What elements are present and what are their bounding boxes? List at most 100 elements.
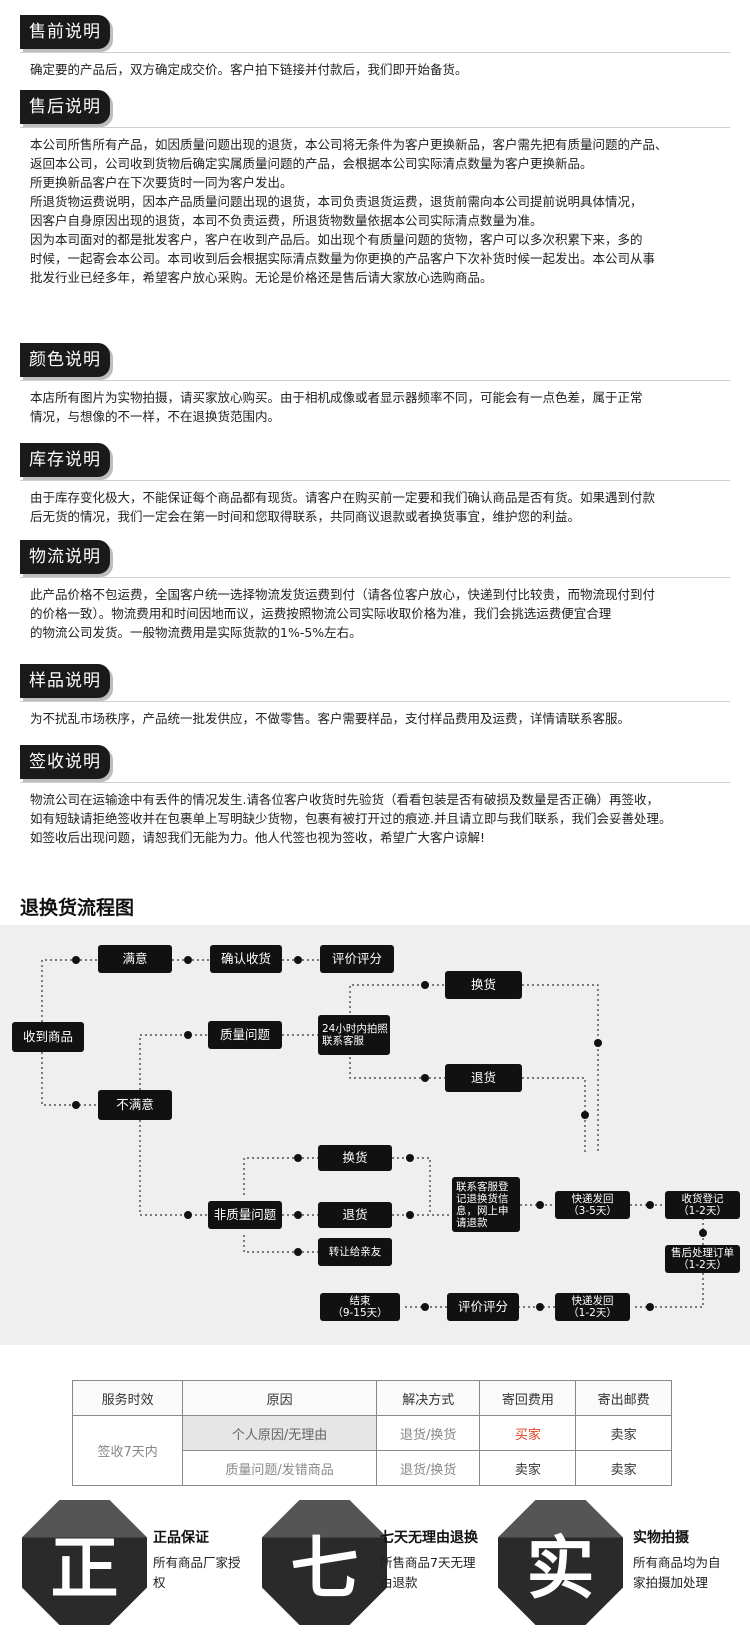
table-header: 原因 bbox=[182, 1380, 378, 1416]
section-title: 售后说明 bbox=[20, 90, 110, 124]
text-line: 因客户自身原因出现的退货，本司不负责运费，所退货物数量依据本公司实际清点数量为准… bbox=[30, 213, 543, 228]
section-body: 物流公司在运输途中有丢件的情况发生.请各位客户收货时先验货（看看包装是否有破损及… bbox=[30, 790, 730, 847]
text-line: 如签收后出现问题，请恕我们无能为力。他人代签也视为签收，希望广大客户谅解! bbox=[30, 830, 486, 845]
node-rate: 评价评分 bbox=[447, 1293, 519, 1321]
node-label: 结束 bbox=[349, 1295, 371, 1307]
node-duration: （3-5天） bbox=[568, 1205, 617, 1217]
badge-title: 实物拍摄 bbox=[633, 1530, 689, 1546]
table-cell-send-fee: 卖家 bbox=[575, 1450, 672, 1486]
octagon-icon: 正 bbox=[22, 1500, 147, 1625]
table-row: 质量问题/发错商品 退货/换货 卖家 卖家 bbox=[73, 1450, 672, 1486]
divider bbox=[20, 480, 730, 481]
octagon-icon: 七 bbox=[262, 1500, 387, 1625]
text-line: 返回本公司，公司收到货物后确定实属质量问题的产品，会根据本公司实际清点数量为客户… bbox=[30, 156, 593, 171]
node-receive-register: 收货登记（1-2天） bbox=[665, 1191, 740, 1219]
badge-title: 正品保证 bbox=[153, 1530, 209, 1546]
divider bbox=[20, 127, 730, 128]
node-non-quality: 非质量问题 bbox=[208, 1201, 282, 1229]
badge-char: 实 bbox=[526, 1530, 595, 1609]
text-line: 因为本司面对的都是批发客户，客户在收到产品后。如出现个有质量问题的货物，客户可以… bbox=[30, 232, 643, 247]
node-duration: （1-2天） bbox=[678, 1205, 727, 1217]
table-row: 签收7天内 个人原因/无理由 退货/换货 买家 卖家 bbox=[71, 1415, 672, 1486]
badge-desc: 所售商品7天无理由退款 bbox=[380, 1555, 476, 1590]
text-line: 为不扰乱市场秩序，产品统一批发供应，不做零售。客户需要样品，支付样品费用及运费，… bbox=[30, 711, 631, 726]
node-label: 快递发回 bbox=[571, 1193, 614, 1205]
badge-real-photo: 实 实物拍摄 所有商品均为自家拍摄加处理 bbox=[478, 1495, 723, 1645]
node-rate: 评价评分 bbox=[320, 945, 394, 973]
badge-seven-day: 七 七天无理由退换 所售商品7天无理由退款 bbox=[240, 1495, 485, 1645]
divider bbox=[20, 782, 730, 783]
service-table: 服务时效 原因 解决方式 寄回费用 寄出邮费 签收7天内 个人原因/无理由 退货… bbox=[71, 1380, 672, 1486]
table-header-row: 服务时效 原因 解决方式 寄回费用 寄出邮费 bbox=[71, 1380, 672, 1416]
node-exchange: 换货 bbox=[318, 1145, 392, 1171]
service-period: 签收7天内 bbox=[71, 1415, 184, 1486]
section-body: 此产品价格不包运费，全国客户统一选择物流发货运费到付（请各位客户放心，快递到付比… bbox=[30, 585, 730, 642]
text-line: 所更换新品客户在下次要货时一同为客户发出。 bbox=[30, 175, 293, 190]
node-label: 快递发回 bbox=[571, 1295, 614, 1307]
text-line: 情况，与想像的不一样，不在退换货范围内。 bbox=[30, 409, 281, 424]
node-label: 售后处理订单 bbox=[671, 1247, 734, 1259]
node-exchange: 换货 bbox=[445, 971, 522, 999]
badge-title: 七天无理由退换 bbox=[380, 1530, 478, 1546]
node-confirm-receipt: 确认收货 bbox=[210, 945, 282, 973]
return-flowchart: 收到商品 满意 确认收货 评价评分 不满意 质量问题 24小时内拍照联系客服 换… bbox=[0, 925, 750, 1345]
table-header: 服务时效 bbox=[71, 1380, 184, 1416]
node-duration: （1-2天） bbox=[678, 1259, 727, 1271]
node-ship-out: 快递发回（1-2天） bbox=[555, 1293, 630, 1321]
section-body: 由于库存变化极大，不能保证每个商品都有现货。请客户在购买前一定要和我们确认商品是… bbox=[30, 488, 730, 526]
divider bbox=[20, 52, 730, 53]
section-title: 颜色说明 bbox=[20, 343, 110, 377]
badge-char: 七 bbox=[290, 1530, 359, 1609]
node-label: 收货登记 bbox=[681, 1193, 724, 1205]
text-line: 批发行业已经多年，希望客户放心采购。无论是价格还是售后请大家放心选购商品。 bbox=[30, 270, 493, 285]
text-line: 本店所有图片为实物拍摄，请买家放心购买。由于相机成像或者显示器频率不同，可能会有… bbox=[30, 390, 643, 405]
text-line: 确定要的产品后，双方确定成交价。客户拍下链接并付款后，我们即开始备货。 bbox=[30, 62, 468, 77]
section-title: 物流说明 bbox=[20, 540, 110, 574]
text-line: 所退货物运费说明，因本产品质量问题出现的退货，本司负责退货运费，退货前需向本公司… bbox=[30, 194, 643, 209]
badge-char: 正 bbox=[50, 1530, 119, 1609]
section-title: 签收说明 bbox=[20, 745, 110, 779]
node-register-return: 联系客服登记退换货信息，网上申请退款 bbox=[452, 1177, 520, 1232]
section-title: 样品说明 bbox=[20, 664, 110, 698]
node-receive: 收到商品 bbox=[12, 1022, 84, 1052]
table-cell-reason: 个人原因/无理由 bbox=[182, 1415, 378, 1451]
node-return: 退货 bbox=[318, 1202, 392, 1228]
table-cell-method: 退货/换货 bbox=[376, 1450, 481, 1486]
divider bbox=[20, 577, 730, 578]
node-contact-24h: 24小时内拍照联系客服 bbox=[318, 1015, 390, 1055]
text-line: 如有短缺请拒绝签收并在包裹单上写明缺少货物，包裹有被打开过的痕迹.并且请立即与我… bbox=[30, 811, 672, 826]
node-duration: （1-2天） bbox=[568, 1307, 617, 1319]
node-end: 结束（9-15天） bbox=[320, 1293, 400, 1321]
badge-desc: 所有商品厂家授权 bbox=[153, 1555, 241, 1590]
node-quality-issue: 质量问题 bbox=[208, 1021, 282, 1049]
divider bbox=[20, 380, 730, 381]
flow-connectors bbox=[41, 956, 707, 1311]
text-line: 本公司所售所有产品，如因质量问题出现的退货，本公司将无条件为客户更换新品，客户需… bbox=[30, 137, 668, 152]
section-body: 确定要的产品后，双方确定成交价。客户拍下链接并付款后，我们即开始备货。 bbox=[30, 60, 730, 79]
table-cell-return-fee: 卖家 bbox=[479, 1450, 577, 1486]
text-line: 后无货的情况，我们一定会在第一时间和您取得联系，共同商议退款或者换货事宜，维护您… bbox=[30, 509, 581, 524]
section-title: 库存说明 bbox=[20, 443, 110, 477]
text-line: 由于库存变化极大，不能保证每个商品都有现货。请客户在购买前一定要和我们确认商品是… bbox=[30, 490, 656, 505]
badge-genuine: 正 正品保证 所有商品厂家授权 bbox=[0, 1495, 245, 1645]
table-header: 寄回费用 bbox=[479, 1380, 577, 1416]
text-line: 此产品价格不包运费，全国客户统一选择物流发货运费到付（请各位客户放心，快递到付比… bbox=[30, 587, 656, 602]
node-after-sales: 售后处理订单（1-2天） bbox=[665, 1245, 740, 1273]
table-header: 寄出邮费 bbox=[575, 1380, 672, 1416]
text-line: 时候，一起寄会本公司。本司收到后会根据实际清点数量为你更换的产品客户下次补货时候… bbox=[30, 251, 656, 266]
node-transfer-friend: 转让给亲友 bbox=[318, 1238, 392, 1266]
flow-title: 退换货流程图 bbox=[20, 897, 135, 919]
node-unsatisfied: 不满意 bbox=[98, 1090, 172, 1120]
octagon-icon: 实 bbox=[498, 1500, 623, 1625]
node-ship-back: 快递发回（3-5天） bbox=[555, 1191, 630, 1219]
section-title: 售前说明 bbox=[20, 15, 110, 49]
node-duration: （9-15天） bbox=[332, 1307, 388, 1319]
text-line: 物流公司在运输途中有丢件的情况发生.请各位客户收货时先验货（看看包装是否有破损及… bbox=[30, 792, 659, 807]
badge-desc: 所有商品均为自家拍摄加处理 bbox=[633, 1555, 721, 1590]
table-cell-return-fee: 买家 bbox=[479, 1415, 577, 1451]
table-cell-reason: 质量问题/发错商品 bbox=[182, 1450, 378, 1486]
section-body: 本公司所售所有产品，如因质量问题出现的退货，本公司将无条件为客户更换新品，客户需… bbox=[30, 135, 730, 287]
text-line: 的价格一致）。物流费用和时间因地而议，运费按照物流公司实际收取价格为准，我们会挑… bbox=[30, 606, 612, 621]
section-body: 本店所有图片为实物拍摄，请买家放心购买。由于相机成像或者显示器频率不同，可能会有… bbox=[30, 388, 730, 426]
node-satisfied: 满意 bbox=[98, 945, 172, 973]
